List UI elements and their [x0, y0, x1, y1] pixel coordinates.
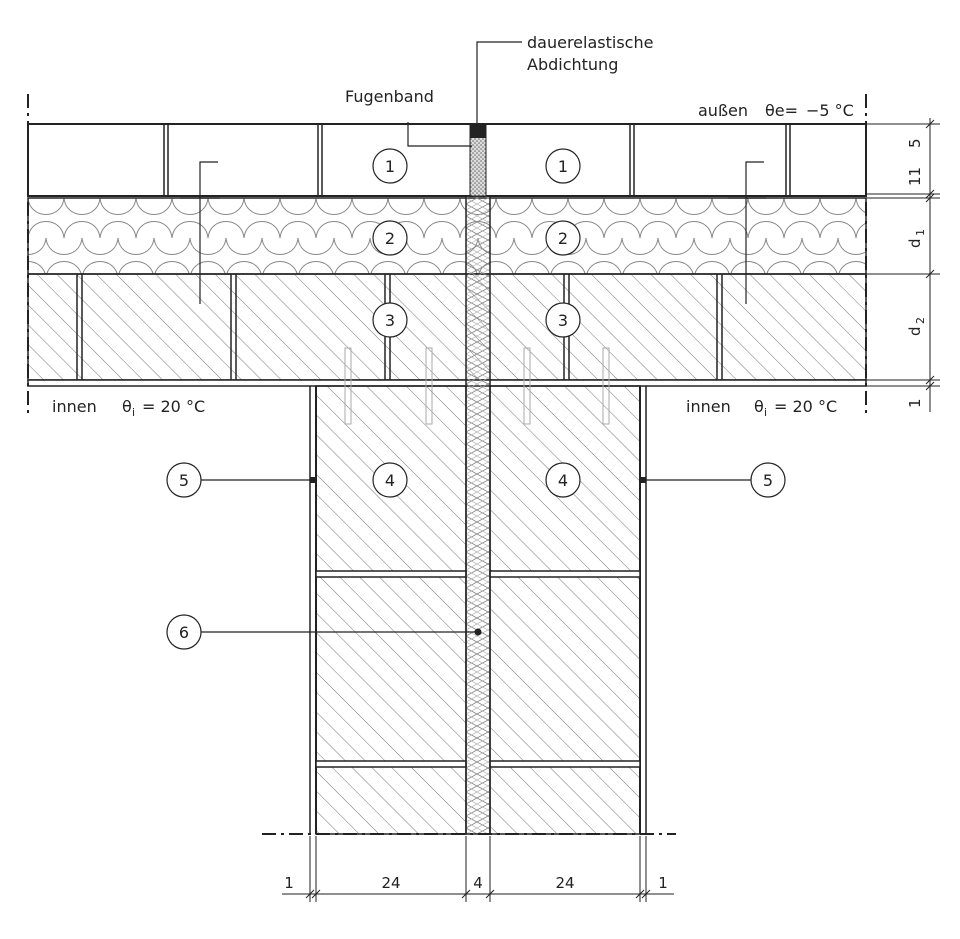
inside-left-label: innen — [52, 397, 97, 416]
callout-leaders — [201, 479, 751, 633]
dim-right-1: 1 — [906, 398, 924, 408]
bottom-dimension-labels: 1 24 4 24 1 — [284, 874, 668, 892]
callout-1-left — [372, 148, 408, 184]
dim-right-d2-sub: 2 — [914, 317, 927, 324]
callout-5-right-number: 5 — [763, 471, 773, 490]
dim-right-11: 11 — [906, 167, 924, 186]
inside-right-label: innen — [686, 397, 731, 416]
inside-right-temp-value: = 20 °C — [774, 397, 837, 416]
callout-numbers: 1 1 2 2 3 3 4 4 5 5 6 — [179, 157, 773, 642]
inside-right-temp-symbol: θ — [754, 397, 764, 416]
callout-3-left — [372, 302, 408, 338]
callout-3-right-number: 3 — [558, 311, 568, 330]
dim-bottom-4: 4 — [473, 874, 483, 892]
callout-5-left-number: 5 — [179, 471, 189, 490]
inside-labels: innen θ i = 20 °C innen θ i = 20 °C — [52, 397, 837, 419]
dim-bottom-right-1: 1 — [658, 874, 668, 892]
callout-4-right-number: 4 — [558, 471, 568, 490]
callout-4-left-number: 4 — [385, 471, 395, 490]
callout-6-number: 6 — [179, 623, 189, 642]
sealant-label-line2: Abdichtung — [527, 55, 618, 74]
callout-3-right — [545, 302, 581, 338]
right-dimension-labels: 5 11 d 1 d 2 1 — [906, 138, 927, 408]
bottom-dimension-chain — [282, 836, 674, 902]
inside-left-temp-value: = 20 °C — [142, 397, 205, 416]
dim-right-5: 5 — [906, 138, 924, 148]
callout-2-left-number: 2 — [385, 229, 395, 248]
transverse-walls — [309, 347, 647, 835]
dim-right-d1-sub: 1 — [914, 229, 927, 236]
dim-right-d1: d — [906, 238, 924, 248]
dim-bottom-24-right: 24 — [555, 874, 574, 892]
callout-1-left-number: 1 — [385, 157, 395, 176]
joint-tape-label: Fugenband — [345, 87, 434, 106]
sealant-label-line1: dauerelastische — [527, 33, 653, 52]
facing-layer — [27, 123, 867, 197]
insulation-layer — [27, 197, 867, 275]
inside-left-temp-sub: i — [132, 406, 135, 419]
dim-bottom-24-left: 24 — [381, 874, 400, 892]
callout-1-right-number: 1 — [558, 157, 568, 176]
axis-lines — [27, 94, 867, 835]
top-annotations: dauerelastische Abdichtung Fugenband auß… — [345, 33, 854, 147]
callout-4-left — [372, 462, 408, 498]
callout-1-right — [545, 148, 581, 184]
outside-label: außen — [698, 101, 748, 120]
right-dimension-chain — [866, 118, 940, 412]
callout-2-left — [372, 220, 408, 256]
outside-temp-symbol: θe= — [765, 101, 798, 120]
callout-4-right — [545, 462, 581, 498]
callouts — [166, 148, 786, 650]
callout-3-left-number: 3 — [385, 311, 395, 330]
section-markers — [180, 161, 766, 304]
callout-2-right — [545, 220, 581, 256]
outside-temp-value: −5 °C — [806, 101, 854, 120]
inside-left-temp-symbol: θ — [122, 397, 132, 416]
inner-wall-layer — [27, 273, 867, 387]
inside-right-temp-sub: i — [764, 406, 767, 419]
dim-right-d2: d — [906, 326, 924, 336]
leader-dots — [310, 477, 646, 636]
dim-bottom-left-1: 1 — [284, 874, 294, 892]
callout-2-right-number: 2 — [558, 229, 568, 248]
movement-joint — [465, 123, 491, 835]
